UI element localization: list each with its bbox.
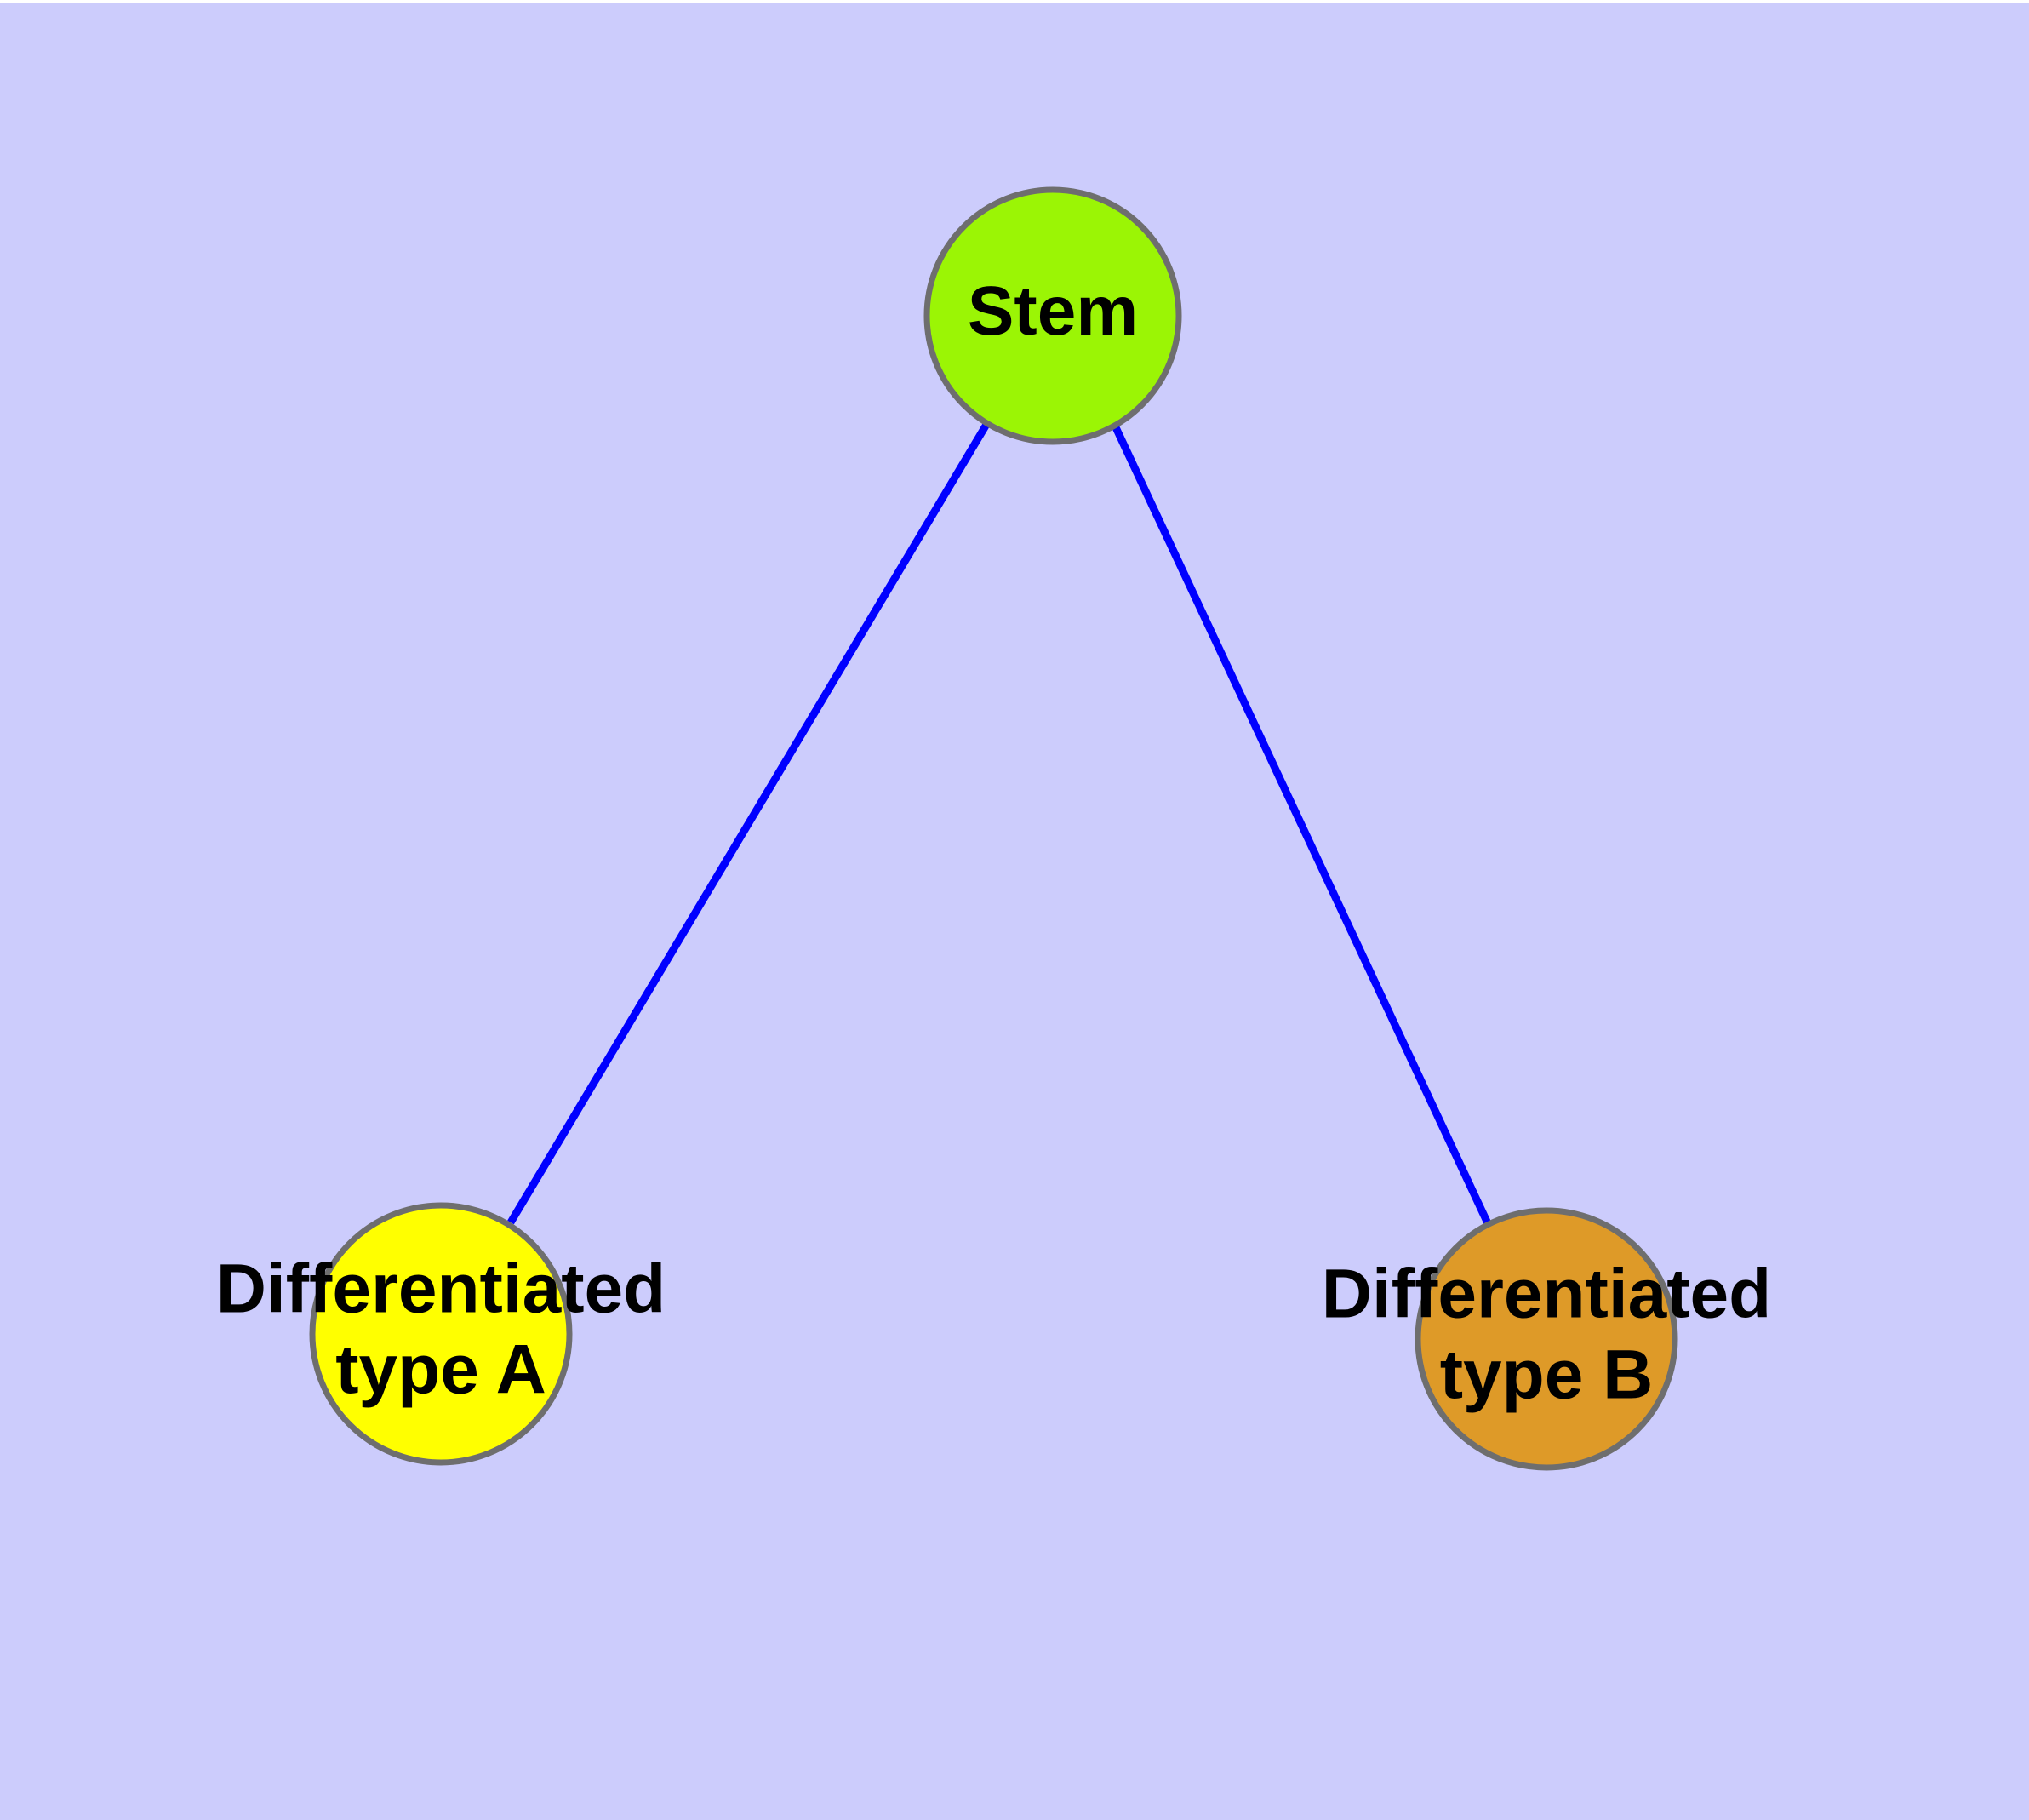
node-label-line: type B [1440, 1336, 1654, 1413]
node-label-line: type A [335, 1331, 546, 1408]
edge-stem-to-diff-a[interactable] [507, 421, 991, 1225]
edge-stem-to-diff-b[interactable] [1111, 424, 1492, 1225]
node-diff-b[interactable] [1415, 1207, 1678, 1471]
canvas-top-band [0, 0, 2029, 3]
node-stem[interactable] [923, 186, 1182, 445]
node-label-line: Stem [968, 272, 1139, 350]
edge-layer [507, 421, 1492, 1225]
node-label-stem: Stem [968, 272, 1139, 350]
node-label-line: Differentiated [216, 1250, 666, 1327]
node-diff-a[interactable] [309, 1202, 573, 1466]
node-layer [309, 186, 1678, 1471]
node-label-line: Differentiated [1322, 1255, 1772, 1332]
